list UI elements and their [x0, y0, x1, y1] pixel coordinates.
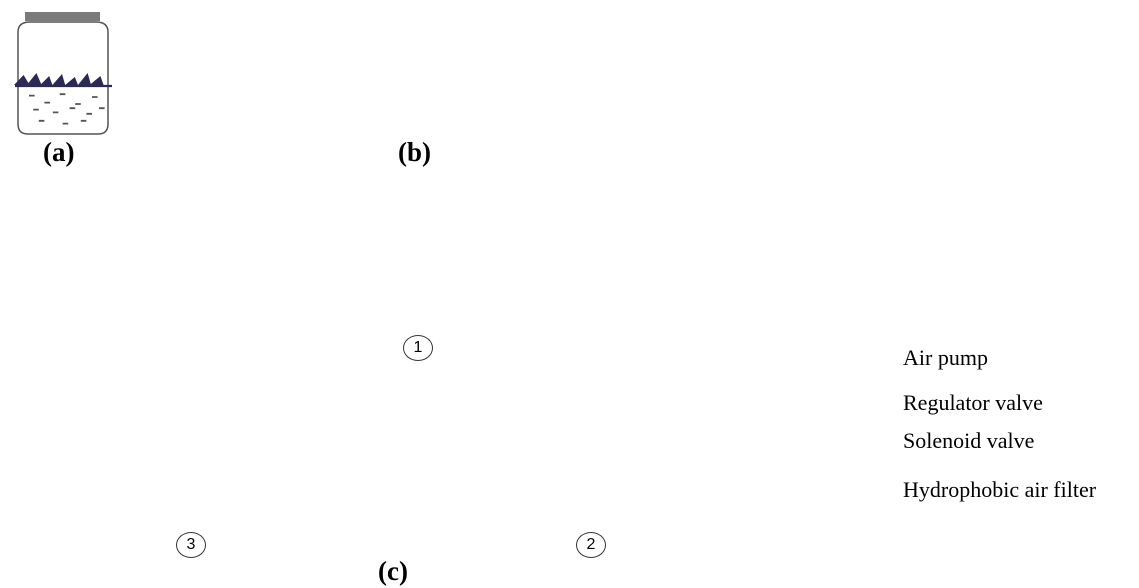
panel-label-b: (b)	[398, 137, 431, 167]
legend-air-pump-label: Air pump	[903, 345, 988, 370]
vessel-a	[14, 12, 112, 135]
step-label-2: 2	[576, 532, 606, 558]
legend-solenoid-valve-label: Solenoid valve	[903, 428, 1035, 453]
legend-regulator-valve-label: Regulator valve	[903, 390, 1043, 415]
panel-label-c: (c)	[378, 556, 408, 586]
step-label-3: 3	[176, 532, 206, 558]
legend-hydrophobic-air-filter-label: Hydrophobic air filter	[903, 477, 1097, 502]
panel-label-a: (a)	[43, 137, 75, 167]
step-label-1: 1	[403, 335, 433, 361]
